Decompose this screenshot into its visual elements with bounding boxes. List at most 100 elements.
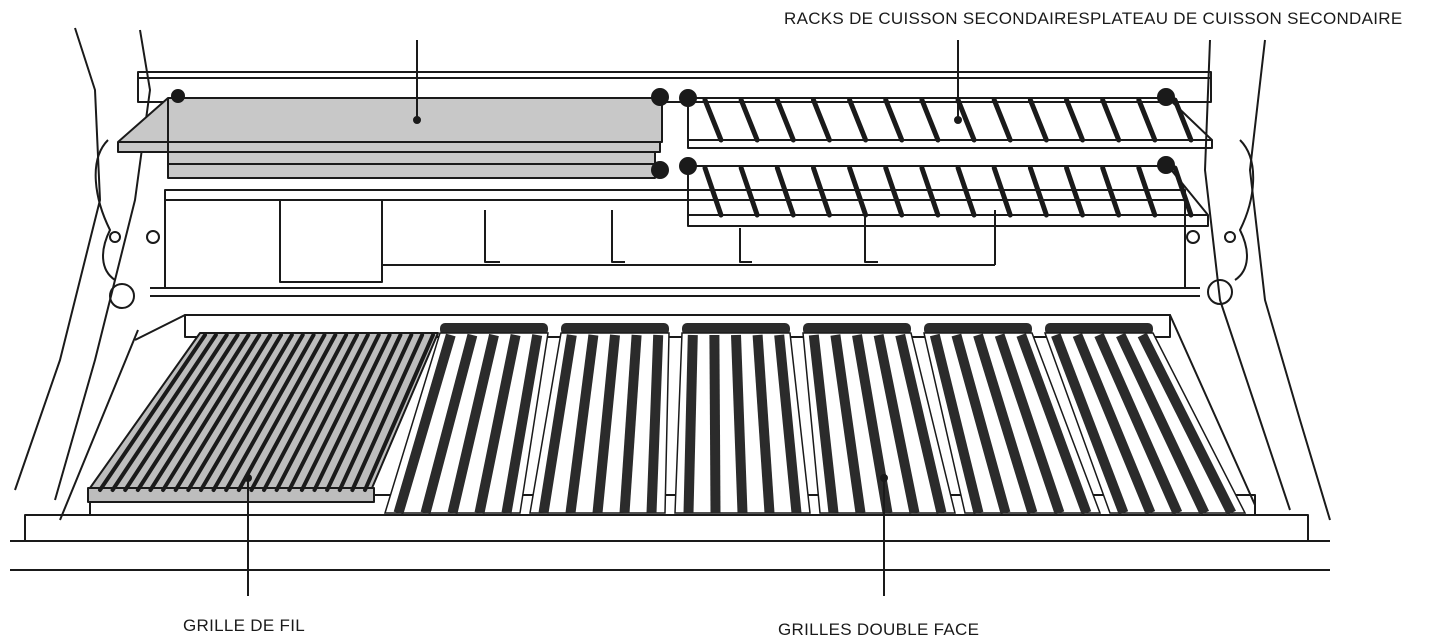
grate-bar [1094,332,1183,516]
wire-grill-rod [363,333,435,492]
lower-rack-rod [883,165,905,218]
wire-grill-rod [198,333,294,492]
grate-section-cap [561,323,669,335]
upper-rack-rod [738,97,760,143]
back-box-panel [279,199,383,283]
grate-section-cap [1045,323,1153,335]
tray-mount [171,89,185,103]
wire-grill-rod [262,333,349,492]
wire-grill-rod [135,333,240,492]
upper-rack-rod [991,97,1013,143]
wire-grill-rod [98,333,207,492]
grate-bed [89,494,1256,516]
grate-bar [447,333,499,515]
double-face-grates-label: GRILLES DOUBLE FACE [778,620,980,639]
grate-bar [565,334,599,514]
grate-bar [646,334,664,514]
left-hinge-bolt-2 [146,230,160,244]
upper-rack-rod [847,97,869,143]
wire-grill-rod [350,333,425,492]
right-side-frame [1249,39,1331,521]
left-side-frame [14,27,101,491]
upper-rack-rod [883,97,905,143]
grate-bar [1016,333,1092,515]
front-lip [24,514,1309,542]
upper-rack-rod [702,97,724,143]
wire-grill-leader-dot [244,474,252,482]
lower-rack-rod [1064,165,1086,218]
lower-rack-rod [955,165,977,218]
left-hinge-bolt [109,231,121,243]
grate-section-cap [440,323,548,335]
grate-bar [830,334,866,514]
grate-bar [973,333,1038,515]
left-hinge [94,139,116,281]
upper-rack-rod [955,97,977,143]
upper-rack-rod [1136,97,1158,143]
grate-bar [1116,332,1210,516]
grate-bar [420,333,478,515]
grate-bar [994,333,1065,515]
grate-bar [538,334,577,514]
lower-rack-rod [919,165,941,218]
wire-grill-rod [173,333,273,492]
grate-bar [951,333,1011,515]
tray-mount [651,88,669,106]
top-callout-label: RACKS DE CUISSON SECONDAIRESPLATEAU DE C… [784,9,1403,28]
grate-bar [683,334,698,514]
right-hinge-knob [1207,279,1233,305]
grate-bar [474,334,521,514]
wire-grill-rod [110,333,218,492]
wire-grill-rod [161,333,262,492]
upper-rack-rod [1064,97,1086,143]
upper-rack-rod [1172,97,1194,143]
wire-grill-rod [148,333,251,492]
lower-rack-rod [702,165,724,218]
lower-rack-rod [1027,165,1049,218]
grate-bar [709,334,721,514]
grate-bar [929,333,984,515]
left-side-frame-inner [54,29,151,501]
rear-panel [137,71,1212,103]
lower-rack-rod [810,165,832,218]
wire-grill-rod [224,333,316,492]
lower-rack-rod [738,165,760,218]
grate-bar [501,334,543,514]
grate-bar [592,334,620,514]
wire-grill-rod [274,333,359,492]
grate-bar [619,334,642,514]
grate-bar [808,334,839,514]
grate-bar [752,334,775,514]
grate-section-cap [924,323,1032,335]
grate-bar [852,334,893,514]
double-face-leader-dot [880,474,888,482]
upper-rack-rod [810,97,832,143]
grate-bar [774,334,802,514]
wire-grill-rod [287,333,370,492]
grate-section-cap [803,323,911,335]
right-hinge-bolt-2 [1186,230,1200,244]
grate-bar [1072,333,1156,515]
cooking-chamber [134,314,1256,506]
right-hinge [1234,139,1255,281]
lower-rack-rod [991,165,1013,218]
tray-leader-dot [413,116,421,124]
grate-bar [1137,332,1236,516]
grate-bar [1051,333,1129,515]
wire-grill-rod [123,333,229,492]
grate-bar [731,334,748,514]
grate-bar [895,333,947,515]
lower-rack-rod [847,165,869,218]
wire-grill-rod [325,333,403,492]
grate-bar [873,334,920,514]
tray-mount [651,161,669,179]
wire-grill-rod [249,333,338,492]
lower-rack-rod [1172,165,1194,218]
right-hinge-bolt [1224,231,1236,243]
grate-bar [393,333,456,515]
upper-rack-rod [774,97,796,143]
right-side-frame-inner [1204,39,1291,511]
wire-grill-rod [312,333,392,492]
upper-rack-rod [1100,97,1122,143]
